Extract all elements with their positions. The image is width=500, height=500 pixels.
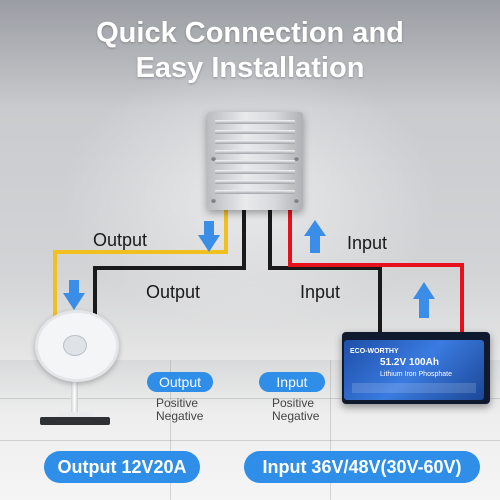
battery-label-panel — [344, 340, 484, 400]
input-negative-wire — [268, 205, 382, 332]
floor-seam — [330, 360, 331, 500]
fan-base-top — [57, 412, 93, 419]
input-wire-label: Input — [300, 282, 341, 302]
screw — [294, 156, 299, 161]
battery-subtitle: Lithium Iron Phosphate — [380, 371, 452, 378]
output-spec-badge: Output 12V20A — [44, 451, 200, 483]
heatsink-fin — [215, 120, 295, 124]
headline-line-1: Quick Connection and — [96, 17, 404, 49]
heatsink-fin — [215, 180, 295, 184]
battery-title: 51.2V 100Ah — [380, 357, 439, 368]
floor-seam — [0, 398, 500, 399]
output-negative-wire — [93, 205, 246, 320]
output-negative-label: Negative — [156, 409, 204, 423]
battery-info-strip — [352, 383, 476, 393]
arrow-up-icon — [413, 282, 435, 318]
input-wire-label: Input — [347, 233, 388, 253]
floor-seam — [170, 360, 171, 500]
headline-line-2: Easy Installation — [135, 52, 365, 84]
input-positive-label: Positive — [272, 396, 315, 410]
fan-pole — [71, 360, 78, 422]
input-negative-label: Negative — [272, 409, 320, 423]
heatsink-fin — [215, 160, 295, 164]
heatsink-fin — [215, 170, 295, 174]
output-wire-label: Output — [93, 230, 148, 250]
input-legend-badge: Input — [259, 372, 325, 392]
arrow-down-icon — [198, 221, 220, 252]
arrow-down-icon — [63, 280, 85, 310]
output-positive-label: Positive — [156, 396, 199, 410]
heatsink-fin — [215, 190, 295, 194]
dc-converter — [207, 112, 303, 210]
fan-hub — [63, 335, 87, 356]
arrow-up-icon — [304, 220, 326, 253]
output-legend-badge: Output — [147, 372, 213, 392]
headline: Quick Connection and Easy Installation — [0, 16, 500, 86]
heatsink-fin — [215, 140, 295, 144]
floor-seam — [0, 440, 500, 441]
heatsink-fin — [215, 150, 295, 154]
input-positive-wire — [288, 205, 464, 332]
output-wire-label: Output — [146, 282, 201, 302]
heatsink-fin — [215, 130, 295, 134]
screw — [211, 156, 216, 161]
screw — [211, 198, 216, 203]
screw — [294, 198, 299, 203]
fan-base — [40, 417, 110, 425]
battery-brand: ECO-WORTHY — [350, 348, 399, 355]
output-positive-wire — [53, 205, 228, 320]
input-spec-badge: Input 36V/48V(30V-60V) — [244, 451, 480, 483]
